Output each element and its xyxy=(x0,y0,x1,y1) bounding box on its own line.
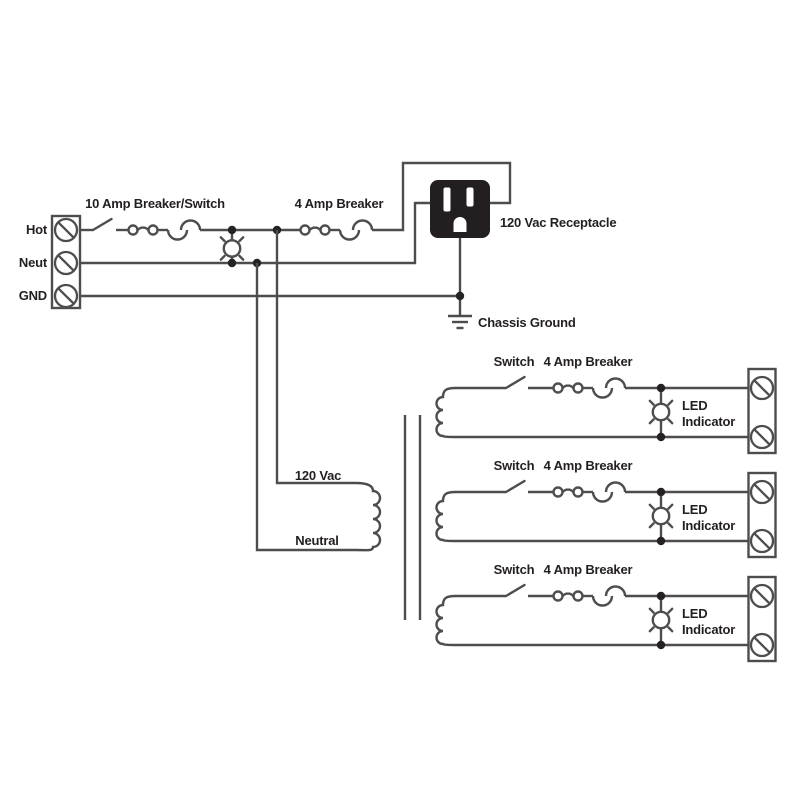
circuit3-switch-label: Switch xyxy=(493,562,535,577)
hot-terminal-label: Hot xyxy=(25,222,47,237)
output-terminal-block-icon xyxy=(749,577,776,661)
input-power-section xyxy=(50,161,512,330)
neutral-terminal-label: Neut xyxy=(18,255,47,270)
switch-icon xyxy=(504,479,526,494)
primary-hot-feed-wire xyxy=(275,230,356,485)
receptacle-ground-hole xyxy=(453,217,467,232)
output-circuit-3 xyxy=(435,577,776,661)
junction-dots xyxy=(656,383,666,442)
receptacle-slot-left xyxy=(443,187,451,212)
secondary-coil-icon xyxy=(435,594,457,647)
output-terminal-block-icon xyxy=(749,369,776,453)
transformer-icon xyxy=(255,230,422,620)
receptacle-label: 120 Vac Receptacle xyxy=(500,215,617,230)
circuit2-breaker-label: 4 Amp Breaker xyxy=(543,458,633,473)
led-indicator-icon xyxy=(648,391,674,434)
secondary-coil-icon xyxy=(435,490,457,543)
led-label-line2: Indicator xyxy=(682,621,736,637)
led-indicator-icon xyxy=(648,599,674,642)
junction-dots xyxy=(656,487,666,546)
hot-wire xyxy=(80,161,512,241)
neutral-wire xyxy=(80,201,430,265)
output-terminal-block-icon xyxy=(749,473,776,557)
breaker-4a-icon xyxy=(552,585,627,607)
primary-neutral-feed-wire xyxy=(255,263,356,552)
output-circuit-1 xyxy=(435,369,776,453)
breaker-4a-icon xyxy=(552,377,627,399)
led-label-line2: Indicator xyxy=(682,413,736,429)
led-indicator-icon xyxy=(648,495,674,538)
chassis-ground-icon xyxy=(448,314,472,330)
breaker-10a-icon xyxy=(127,219,202,241)
ground-wire xyxy=(80,238,472,330)
main-breaker-label: 10 Amp Breaker/Switch xyxy=(85,196,225,211)
switch-icon xyxy=(504,583,526,598)
led-label-line1: LED xyxy=(682,502,708,517)
output-circuit-2 xyxy=(435,473,776,557)
transformer-core-icon xyxy=(403,415,422,620)
receptacle-slot-right xyxy=(466,187,474,207)
secondary-coil-icon xyxy=(435,386,457,439)
receptacle-icon xyxy=(430,180,490,238)
junction-dots xyxy=(227,225,465,301)
junction-dots xyxy=(656,591,666,650)
outlet-breaker-label: 4 Amp Breaker xyxy=(294,196,384,211)
pilot-lamp-icon xyxy=(219,233,245,263)
led-label-line2: Indicator xyxy=(682,517,736,533)
breaker-4a-icon xyxy=(299,219,374,241)
chassis-ground-label: Chassis Ground xyxy=(478,315,576,330)
input-terminal-block-icon xyxy=(50,214,82,310)
main-switch-icon xyxy=(91,217,113,232)
transformer-primary-top-label: 120 Vac xyxy=(294,468,342,483)
led-label-line1: LED xyxy=(682,398,708,413)
circuit1-breaker-label: 4 Amp Breaker xyxy=(543,354,633,369)
circuit1-switch-label: Switch xyxy=(493,354,535,369)
circuit2-switch-label: Switch xyxy=(493,458,535,473)
circuit3-breaker-label: 4 Amp Breaker xyxy=(543,562,633,577)
transformer-primary-bottom-label: Neutral xyxy=(295,533,339,548)
led-label-line1: LED xyxy=(682,606,708,621)
switch-icon xyxy=(504,375,526,390)
breaker-4a-icon xyxy=(552,481,627,503)
ground-terminal-label: GND xyxy=(18,288,47,303)
primary-coil-icon xyxy=(355,481,382,552)
